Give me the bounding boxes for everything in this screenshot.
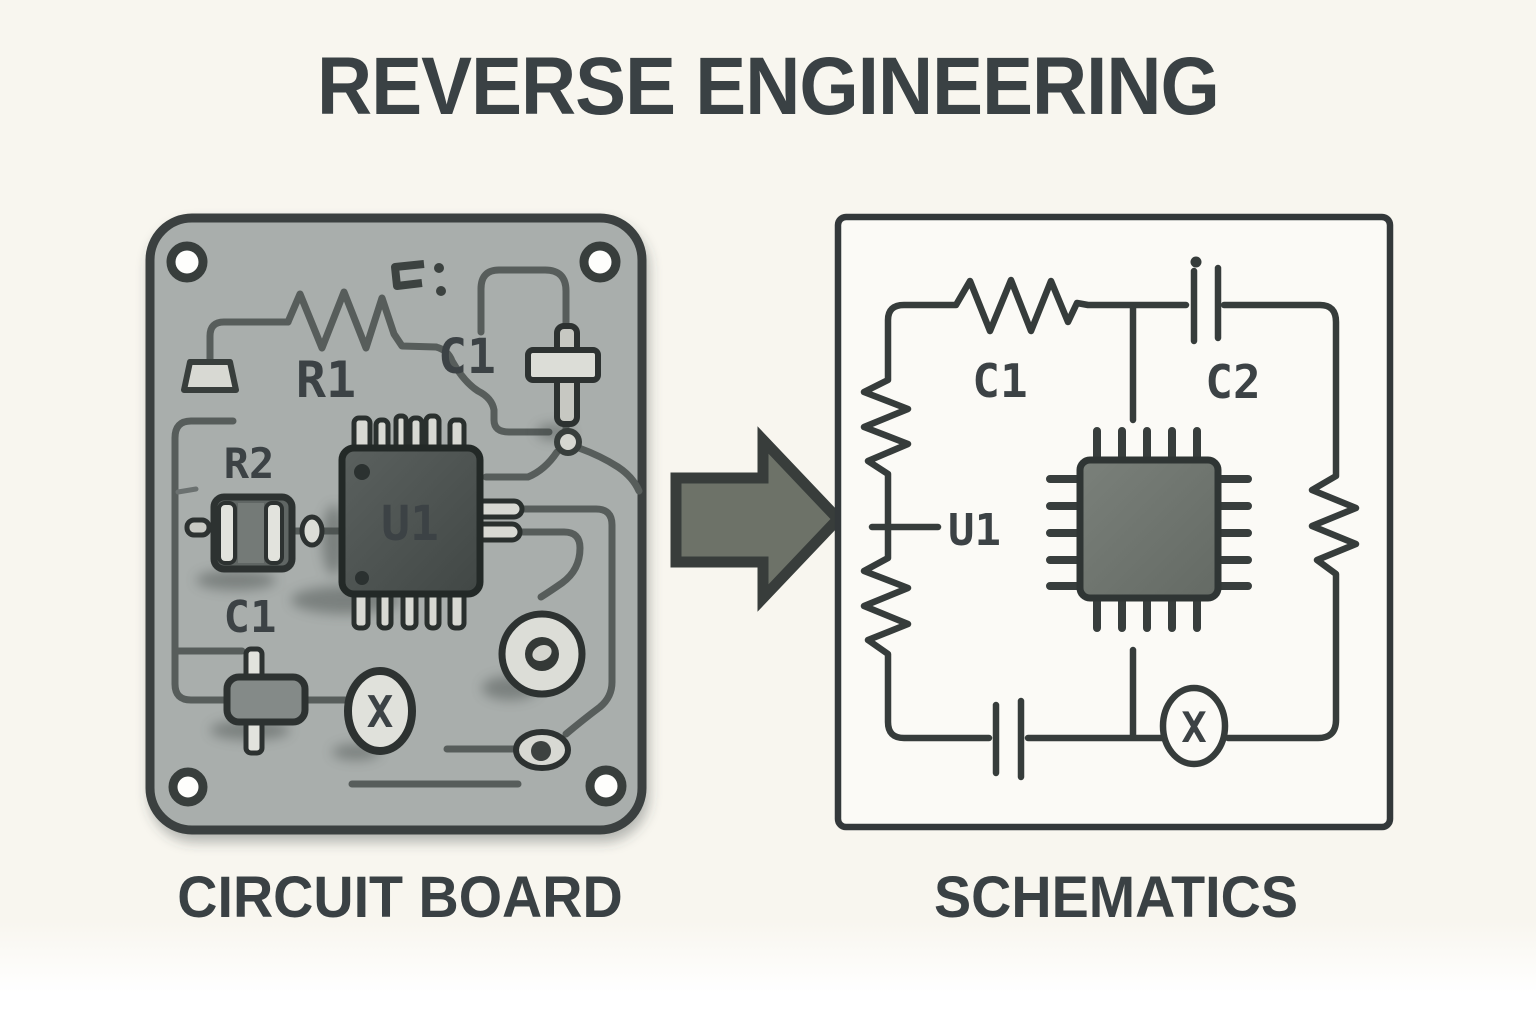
circuit-board-caption: CIRCUIT BOARD (177, 865, 623, 930)
label-r2: R2 (224, 439, 275, 488)
u1-chip: U1 (338, 413, 525, 631)
schematics-caption: SCHEMATICS (934, 865, 1298, 930)
label-c1-schematic: C1 (972, 354, 1027, 408)
mounting-hole (585, 765, 627, 807)
x-marker-component: X (344, 667, 416, 755)
schematic-left-rail (860, 276, 1190, 742)
mounting-hole (168, 767, 208, 807)
r1-resistor-trace (284, 288, 440, 352)
schematic-right-rail (1220, 301, 1360, 742)
transform-arrow-icon (670, 426, 846, 612)
label-u1-schematic: U1 (948, 505, 1001, 556)
schematic-chip-u1 (1046, 427, 1252, 632)
capacitor-dot (1190, 256, 1202, 268)
schematic-illustration: X C1 C2 U1 (834, 213, 1394, 831)
solder-pad (299, 514, 325, 548)
pin1-dot (354, 464, 370, 480)
via-pad (554, 428, 582, 456)
schematic-chip-body (1076, 456, 1222, 602)
c1-component-bottom (223, 646, 309, 756)
label-c2-schematic: C2 (1205, 355, 1260, 409)
solder-pad (181, 359, 239, 393)
silkscreen-marks (391, 260, 446, 296)
circuit-board-illustration: U1 X (145, 213, 647, 835)
mounting-holes (166, 241, 627, 807)
label-u1-board: U1 (381, 496, 439, 552)
r2-component (184, 493, 325, 573)
schematic-chip-pins (1046, 427, 1252, 632)
label-x-schematic: X (1181, 703, 1206, 752)
mounting-hole (166, 241, 208, 283)
mounting-hole (579, 241, 621, 283)
pad-with-dot (513, 729, 571, 771)
capacitor-plates (992, 264, 1222, 781)
label-c1-bottom: C1 (224, 592, 277, 643)
pcb-traces (171, 266, 643, 788)
page-title: REVERSE ENGINEERING (317, 41, 1220, 132)
capacitor-component-top (525, 323, 601, 456)
chip-body (338, 444, 484, 598)
label-r1: R1 (296, 351, 356, 409)
schematic-x-symbol: X (1159, 684, 1229, 768)
donut-component (498, 610, 586, 698)
label-c1-top: C1 (438, 329, 496, 385)
label-x-board: X (367, 687, 394, 738)
